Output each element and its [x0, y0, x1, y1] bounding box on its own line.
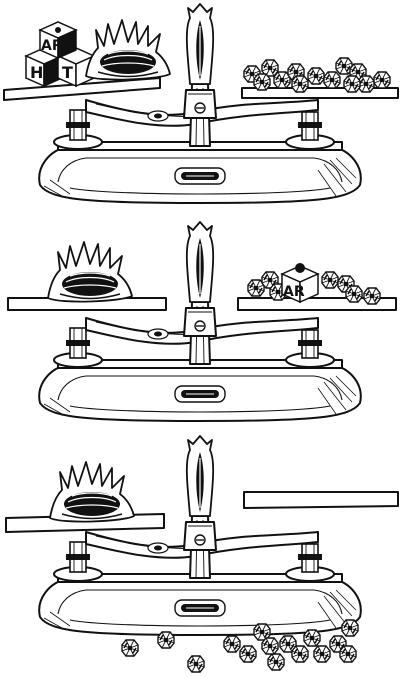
block-letters-ar: AR: [41, 38, 63, 54]
letter-block-small: AR: [280, 263, 320, 304]
shell-2: [47, 241, 133, 303]
block-letter-h: H: [30, 63, 43, 82]
candy-pile-1: [243, 57, 391, 93]
right-pan: [243, 491, 399, 509]
shell-3: [49, 461, 135, 523]
left-pan: [3, 77, 161, 101]
block-letter-t: T: [62, 63, 73, 82]
block-letters-ar-2: AR: [283, 284, 305, 300]
scale-3: [5, 435, 399, 673]
letter-blocks: H T AR: [24, 21, 96, 88]
shell-1: [85, 19, 171, 81]
scale-1: H T AR: [3, 3, 399, 204]
scale-2: AR: [7, 221, 397, 422]
